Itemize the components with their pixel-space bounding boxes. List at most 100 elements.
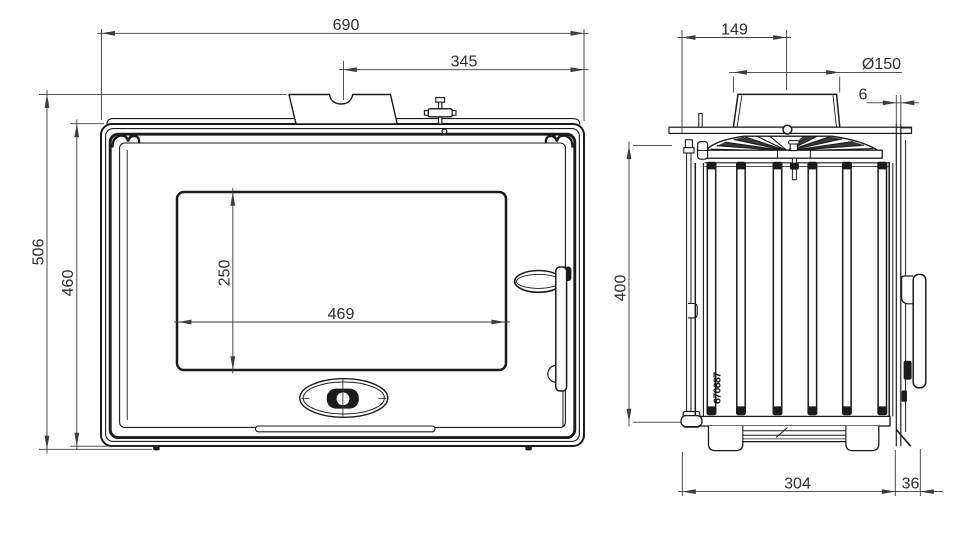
drawing-rect (789, 162, 799, 170)
drawing-ellipse (302, 381, 385, 415)
dim-front-protrusion-label: 36 (902, 475, 920, 492)
dim-flue-center-from-back: 149 (677, 21, 791, 133)
drawing-path (826, 70, 840, 75)
drawing-rect (683, 147, 695, 154)
dim-glass-height-label: 250 (216, 260, 233, 287)
drawing-rect (435, 97, 446, 103)
drawing-path (787, 141, 865, 151)
drawing-path (101, 30, 115, 36)
drawing-path (44, 435, 50, 450)
drawing-rect (807, 161, 818, 170)
collar-edge-inner-right (832, 95, 837, 127)
drawing-path (773, 35, 787, 40)
bottom-pin-left (153, 445, 160, 451)
door-corner-notch-left (124, 135, 132, 141)
drawing-line (769, 135, 788, 152)
glass-window (175, 190, 508, 372)
drawing-path (491, 319, 505, 325)
door-corner-ornament-left (111, 134, 141, 148)
drawing-rect (772, 161, 783, 170)
drawing-rect (736, 161, 746, 170)
top-edge-hole (441, 128, 448, 135)
dim-opening-height-label: 400 (612, 275, 629, 302)
drawing-path (732, 137, 788, 151)
drawing-rect (772, 406, 783, 416)
dim-flue-diameter-label: Ø150 (862, 56, 901, 73)
drawing-path (920, 489, 934, 494)
drawing-rect (877, 161, 888, 170)
center-bolt (788, 140, 800, 181)
dim-flue-diameter: Ø150 (729, 56, 902, 93)
latch-hook (547, 364, 557, 383)
drawing-path (626, 145, 632, 160)
drawing-path (787, 136, 842, 151)
dim-overall-height-label: 506 (31, 239, 48, 266)
latch-catch-upper (903, 360, 912, 380)
door-bottom-slant (895, 428, 912, 447)
dim-frame-offset: 6 (859, 87, 919, 124)
front-frame-inner (105, 128, 580, 442)
latch-bar (555, 266, 568, 392)
drawing-line (756, 135, 788, 152)
drawing-path (178, 319, 192, 325)
drawing-rect (427, 108, 453, 118)
drawing-rect (451, 110, 457, 116)
dim-frame-height-label: 460 (60, 270, 77, 297)
dim-overall-width: 690 (97, 17, 589, 121)
drawing-rect (706, 406, 717, 416)
side-view: 670687 (668, 93, 927, 452)
drawing-rect (686, 152, 692, 413)
drawing-path (343, 67, 357, 73)
dim-flue-offset-label: 345 (451, 54, 478, 71)
drawing-path (882, 100, 897, 106)
drawing-rect (684, 139, 693, 149)
drawing-rect (877, 406, 888, 416)
front-view (100, 93, 585, 451)
air-control-knob (299, 378, 389, 419)
drawing-line (744, 136, 788, 152)
drawing-path (682, 35, 696, 40)
collar-edge-inner-left (736, 95, 743, 127)
drawing-path (230, 192, 236, 206)
bottom-air-slot (254, 425, 436, 433)
door-corner-notch-right (553, 135, 561, 141)
top-bolt-fitting (423, 97, 457, 125)
base-feet (707, 426, 880, 452)
drawing-path (682, 489, 696, 494)
drawing-rect (807, 406, 818, 416)
drawing-line (787, 141, 854, 152)
drawing-path (733, 70, 747, 75)
drawing-rect (841, 406, 852, 416)
handle-bar-side (912, 273, 927, 389)
drawing-path (716, 142, 788, 151)
dim-frame-height: 460 (60, 119, 158, 450)
door-corner-ornament-right (544, 134, 574, 148)
dim-opening-height: 400 (612, 141, 681, 427)
drawing-path (570, 30, 584, 36)
dim-frame-offset-label: 6 (859, 87, 868, 104)
cooling-fins (706, 161, 888, 416)
drawing-rect (706, 161, 717, 170)
dim-glass-width-label: 469 (328, 306, 355, 323)
dim-overall-width-label: 690 (333, 17, 360, 34)
bottom-band-cap (680, 414, 703, 428)
dim-glass-height: 250 (216, 188, 236, 374)
drawing-rect (788, 140, 800, 145)
handle-bracket (901, 275, 914, 305)
base-hatch (775, 427, 788, 438)
drawing-path (570, 67, 584, 73)
drawing-path (900, 100, 915, 106)
drawing-path (881, 489, 896, 494)
side-flue-collar (732, 93, 841, 128)
casting-mark: 670687 (712, 372, 724, 404)
drawing-path (230, 356, 236, 370)
dim-glass-width: 469 (174, 306, 510, 325)
side-handle (901, 273, 927, 402)
dim-body-depth: 304 (678, 450, 899, 496)
front-flue-collar (288, 93, 399, 125)
drawing-rect (736, 406, 746, 416)
drawing-path (74, 123, 80, 138)
drawing-rect (423, 110, 429, 116)
